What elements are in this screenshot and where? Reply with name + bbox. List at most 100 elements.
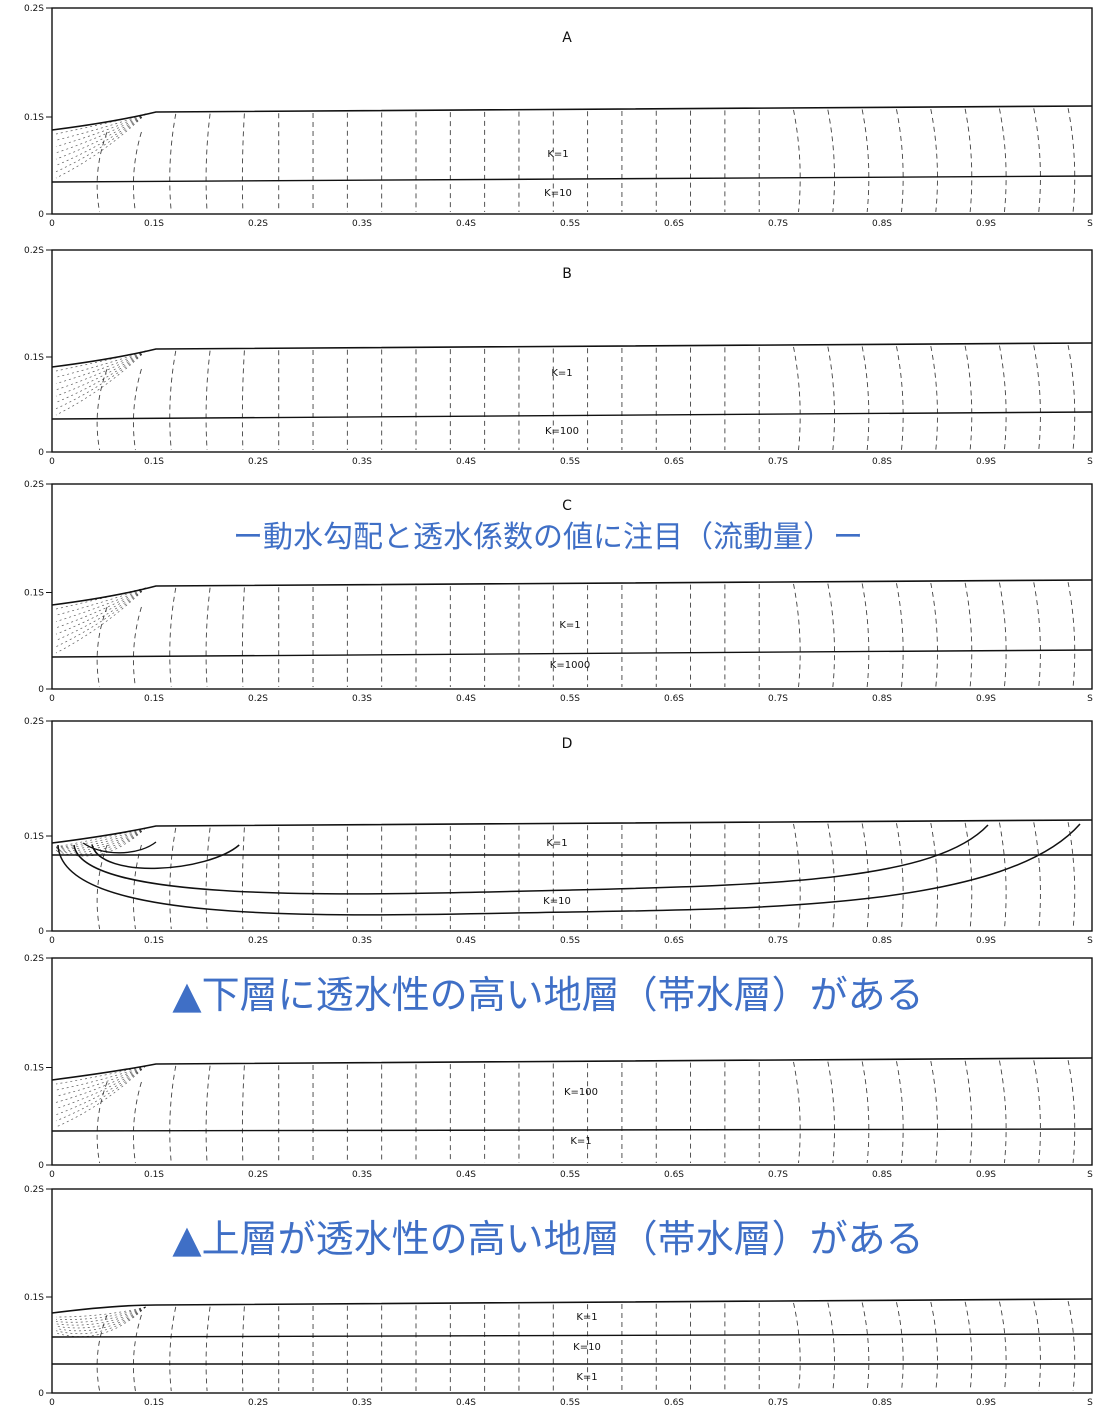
flow-line [55, 587, 146, 622]
equipotential-line [998, 108, 1007, 213]
x-tick-label: 0.7S [768, 1170, 788, 1180]
x-tick-label: 0 [49, 694, 55, 704]
equipotential-line [96, 368, 108, 451]
flow-line [55, 827, 146, 849]
x-tick-label: 0.8S [872, 219, 892, 229]
flow-line [55, 1306, 146, 1337]
layer-k-label: K=1 [570, 1136, 591, 1147]
x-tick-label: 0.1S [144, 457, 164, 467]
flow-line [55, 587, 146, 654]
flow-line [55, 587, 146, 635]
equipotential-line [169, 827, 177, 930]
panel-frame [51, 957, 1093, 1166]
x-tick-label: 0.8S [872, 936, 892, 946]
panel-letter: B [562, 266, 572, 282]
equipotential-line [205, 1306, 211, 1392]
y-tick-label: 0.1S [24, 1064, 44, 1074]
equipotential-line [930, 345, 938, 451]
y-tick-label: 0.2S [24, 1185, 44, 1195]
flow-line [55, 827, 146, 850]
flow-line [55, 1065, 146, 1116]
x-tick-label: 0.6S [664, 694, 684, 704]
equipotential-line [998, 822, 1007, 930]
flow-line [57, 823, 1081, 916]
equipotential-line [964, 1060, 973, 1164]
flow-line [82, 841, 157, 854]
flow-line [55, 350, 146, 410]
x-tick-label: 0.8S [872, 457, 892, 467]
x-tick-label: 0.6S [664, 1398, 684, 1408]
x-tick-label: 0.2S [248, 694, 268, 704]
equipotential-line [133, 131, 142, 213]
equipotential-line [861, 1061, 870, 1164]
flow-line [55, 587, 146, 616]
equipotential-line [133, 368, 142, 451]
equipotential-line [930, 822, 938, 930]
x-tick-label: 0.9S [976, 694, 996, 704]
x-tick-label: 0.5S [560, 936, 580, 946]
flow-line [55, 1306, 146, 1323]
x-tick-label: 0.3S [352, 694, 372, 704]
x-tick-label: 0.2S [248, 1398, 268, 1408]
equipotential-line [896, 1061, 904, 1164]
x-tick-label: S [1087, 1170, 1093, 1180]
panel-letter: A [562, 30, 572, 46]
equipotential-line [241, 1306, 245, 1392]
flow-line [55, 587, 146, 648]
equipotential-line [930, 1060, 938, 1164]
x-tick-label: 0.1S [144, 1398, 164, 1408]
layer-k-label: K=1 [576, 1312, 597, 1323]
equipotential-line [793, 583, 801, 688]
equipotential-line [999, 1301, 1007, 1392]
panel-c-caption-text: ー動水勾配と透水係数の値に注目（流動量）ー [227, 520, 869, 555]
equipotential-line [241, 587, 245, 688]
x-tick-label: 0.7S [768, 219, 788, 229]
panel-frame [51, 720, 1093, 932]
water-table-line [51, 1057, 1093, 1081]
x-tick-label: 0.4S [456, 457, 476, 467]
x-tick-label: 0.4S [456, 1398, 476, 1408]
water-table-line [51, 579, 1093, 606]
equipotential-line [861, 583, 870, 688]
x-tick-label: 0 [49, 219, 55, 229]
equipotential-line [827, 1061, 835, 1164]
equipotential-line [793, 109, 801, 213]
flow-line [55, 1306, 146, 1326]
equipotential-line [827, 823, 835, 930]
x-tick-label: S [1087, 694, 1093, 704]
equipotential-line [793, 823, 801, 930]
x-tick-label: 0.7S [768, 694, 788, 704]
x-tick-label: 0.1S [144, 219, 164, 229]
x-tick-label: 0.5S [560, 694, 580, 704]
flow-line [55, 827, 146, 855]
equipotential-line [96, 1081, 108, 1164]
x-tick-label: 0.9S [976, 1398, 996, 1408]
x-tick-label: 0.2S [248, 219, 268, 229]
equipotential-line [169, 350, 177, 451]
y-tick-label: 0.2S [24, 4, 44, 14]
equipotential-line [896, 1302, 904, 1392]
panel-e-caption-text: ▲下層に透水性の高い地層（帯水層）がある [166, 973, 930, 1017]
x-tick-label: 0.6S [664, 1170, 684, 1180]
x-tick-label: 0.3S [352, 457, 372, 467]
equipotential-line [964, 345, 973, 451]
equipotential-line [1033, 822, 1041, 930]
equipotential-line [205, 827, 211, 930]
flow-line [55, 1065, 146, 1097]
equipotential-line [96, 1314, 108, 1392]
equipotential-line [930, 582, 938, 688]
flow-line [55, 113, 146, 179]
equipotential-line [133, 606, 142, 688]
layer-k-label: K=1000 [550, 660, 590, 671]
x-tick-label: 0.5S [560, 1398, 580, 1408]
flow-line [55, 1306, 146, 1318]
panel-letter: C [562, 498, 572, 514]
equipotential-line [861, 109, 870, 213]
flow-line [55, 587, 146, 641]
x-tick-label: 0.7S [768, 936, 788, 946]
x-tick-label: 0.8S [872, 1170, 892, 1180]
